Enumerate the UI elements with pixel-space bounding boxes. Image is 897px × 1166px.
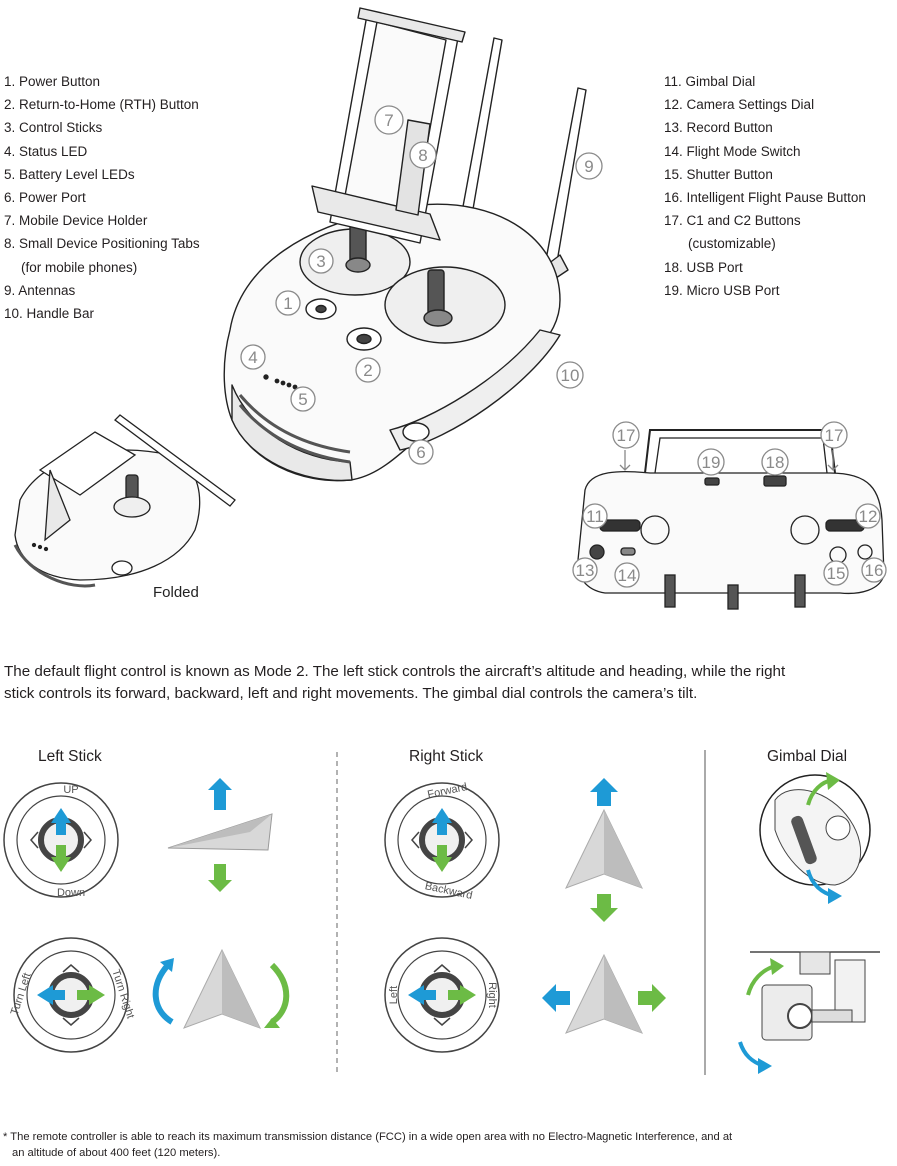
label-up: UP	[63, 784, 78, 796]
callout-12: 12	[855, 503, 881, 529]
folded-controller	[13, 414, 236, 588]
left-stick-updown-dial	[3, 782, 119, 898]
plane-top-view-roll	[542, 953, 666, 1034]
callout-6: 6	[408, 439, 434, 465]
plane-top-view-pitch	[565, 778, 643, 922]
list-item: 12. Camera Settings Dial	[664, 97, 815, 113]
svg-text:19: 19	[702, 453, 721, 472]
callout-10: 10	[556, 361, 584, 389]
label-down: Down	[57, 887, 85, 899]
callout-8: 8	[409, 141, 437, 169]
remote-controller-illustration: 1 2 3 4 5 6 7 8 9 10 Folded	[13, 7, 887, 610]
gimbal-dial-heading: Gimbal Dial	[767, 748, 848, 765]
svg-text:15: 15	[827, 564, 846, 583]
list-item: 2. Return-to-Home (RTH) Button	[4, 97, 199, 113]
callout-16: 16	[861, 557, 887, 583]
callout-17-right: 17	[820, 421, 848, 449]
list-item: 18. USB Port	[664, 259, 743, 275]
list-item: 14. Flight Mode Switch	[664, 143, 801, 159]
callout-7: 7	[374, 105, 404, 135]
list-item: 7. Mobile Device Holder	[4, 213, 148, 229]
callout-11: 11	[582, 503, 608, 529]
svg-text:9: 9	[584, 157, 593, 176]
plane-top-view-yaw	[152, 948, 290, 1029]
stick-diagrams: UP Down Turn Left Turn Right For	[3, 750, 880, 1075]
footnote-line: an altitude of about 400 feet (120 meter…	[12, 1147, 221, 1159]
callout-5: 5	[290, 386, 316, 412]
svg-text:2: 2	[363, 361, 372, 380]
components-list-right: 11. Gimbal Dial 12. Camera Settings Dial…	[664, 70, 866, 302]
list-item: 8. Small Device Positioning Tabs	[4, 236, 200, 252]
callout-4: 4	[240, 344, 266, 370]
list-item: 3. Control Sticks	[4, 120, 103, 136]
mode2-description: The default flight control is known as M…	[4, 661, 894, 705]
callout-17-left: 17	[612, 421, 640, 449]
callout-1: 1	[275, 290, 301, 316]
callout-13: 13	[572, 557, 598, 583]
callout-15: 15	[823, 560, 849, 586]
list-item: 17. C1 and C2 Buttons	[664, 213, 801, 229]
footnote-line: * The remote controller is able to reach…	[3, 1131, 733, 1143]
svg-text:3: 3	[316, 252, 325, 271]
right-stick-roll-dial	[384, 937, 500, 1053]
svg-text:4: 4	[248, 348, 257, 367]
controller-back-view	[577, 429, 885, 610]
description-line: stick controls its forward, backward, le…	[4, 685, 698, 702]
list-item: 6. Power Port	[4, 190, 86, 206]
list-item: (customizable)	[688, 236, 776, 252]
list-item: 11. Gimbal Dial	[664, 74, 756, 89]
list-item: 5. Battery Level LEDs	[4, 166, 135, 182]
svg-text:18: 18	[766, 453, 785, 472]
right-stick-pitch-dial	[384, 782, 500, 898]
svg-text:12: 12	[859, 507, 878, 526]
left-stick-heading: Left Stick	[38, 748, 102, 765]
svg-text:17: 17	[825, 426, 844, 445]
right-stick-heading: Right Stick	[409, 748, 484, 765]
list-item: 10. Handle Bar	[4, 306, 95, 322]
svg-text:7: 7	[384, 111, 393, 130]
list-item: 19. Micro USB Port	[664, 282, 780, 298]
list-item: 4. Status LED	[4, 143, 88, 159]
left-stick-turn-dial	[13, 937, 129, 1053]
list-item: (for mobile phones)	[21, 259, 138, 275]
list-item: 15. Shutter Button	[664, 166, 773, 182]
callout-18: 18	[761, 448, 789, 476]
folded-label: Folded	[153, 584, 199, 601]
svg-text:13: 13	[576, 561, 595, 580]
svg-text:14: 14	[618, 566, 637, 585]
label-right: Right	[486, 982, 498, 1008]
callout-3: 3	[308, 248, 334, 274]
list-item: 9. Antennas	[4, 282, 76, 298]
svg-text:6: 6	[416, 443, 425, 462]
list-item: 1. Power Button	[4, 74, 101, 89]
components-list-left: 1. Power Button 2. Return-to-Home (RTH) …	[4, 70, 200, 325]
gimbal-dial-closeup	[759, 772, 871, 904]
callout-14: 14	[614, 562, 640, 588]
list-item: 16. Intelligent Flight Pause Button	[664, 190, 866, 206]
callout-19: 19	[697, 448, 725, 476]
svg-text:16: 16	[865, 561, 884, 580]
plane-side-view	[167, 778, 273, 892]
description-line: The default flight control is known as M…	[4, 663, 786, 680]
svg-text:8: 8	[418, 146, 427, 165]
callout-2: 2	[355, 357, 381, 383]
label-left: Left	[388, 986, 400, 1004]
svg-text:10: 10	[561, 366, 580, 385]
svg-text:17: 17	[617, 426, 636, 445]
gimbal-camera	[738, 951, 880, 1074]
callout-9: 9	[575, 152, 603, 180]
svg-text:5: 5	[298, 390, 307, 409]
svg-text:11: 11	[586, 507, 604, 526]
svg-text:1: 1	[283, 294, 292, 313]
footnote: * The remote controller is able to reach…	[3, 1129, 732, 1161]
list-item: 13. Record Button	[664, 120, 773, 136]
